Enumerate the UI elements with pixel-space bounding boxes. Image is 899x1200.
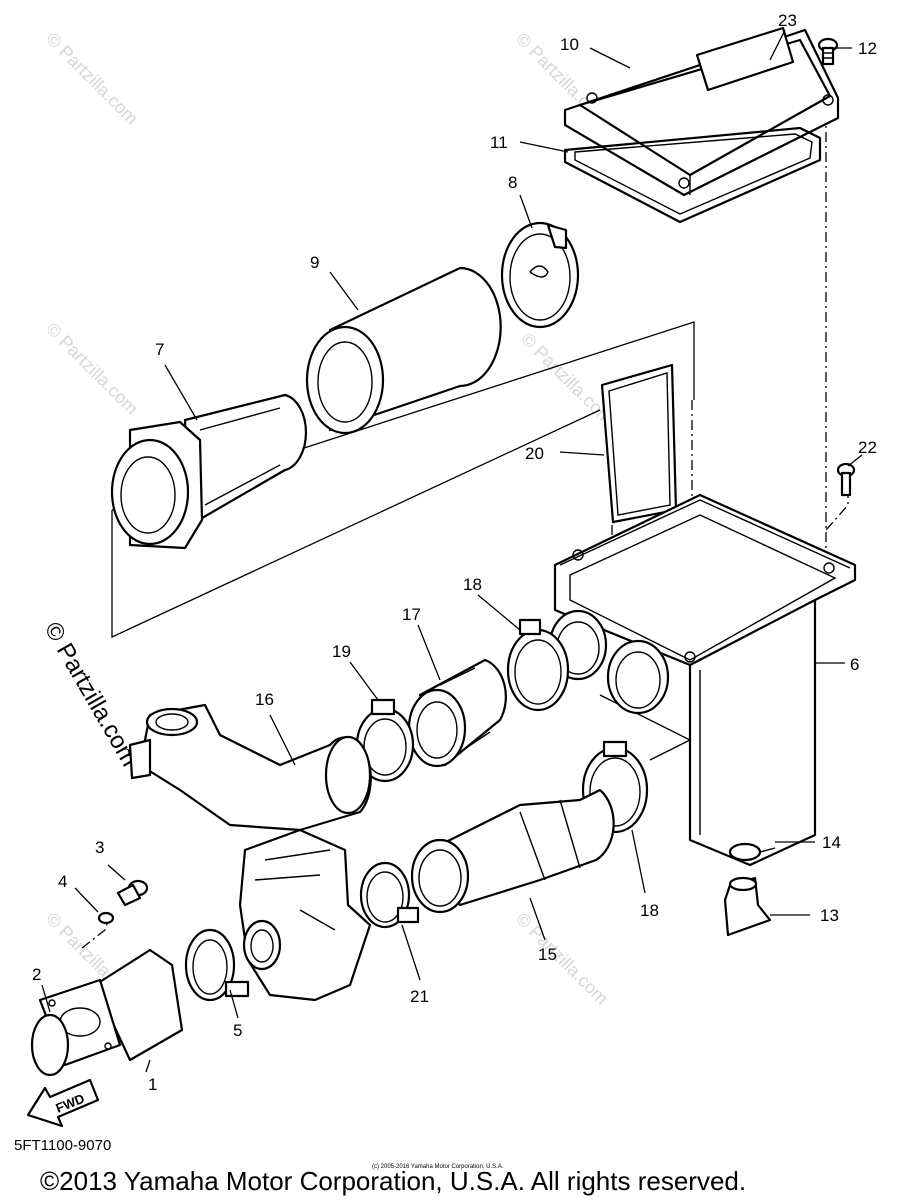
clamp-18-top [506, 618, 570, 712]
fwd-arrow-icon: FWD [26, 1078, 100, 1128]
callout-23: 23 [778, 11, 797, 30]
clip-14 [728, 842, 776, 862]
callout-9: 9 [310, 253, 319, 272]
callout-8: 8 [508, 173, 517, 192]
bolt-22 [836, 462, 856, 497]
callout-12: 12 [858, 39, 877, 58]
callout-19: 19 [332, 642, 351, 661]
intake-duct-16 [128, 703, 372, 832]
callout-14: 14 [822, 833, 841, 852]
callout-17: 17 [402, 605, 421, 624]
filter-case [110, 393, 308, 550]
watermark: © Partzilla.com [517, 329, 617, 429]
callout-4: 4 [58, 872, 67, 891]
callout-2: 2 [32, 965, 41, 984]
element-plate [600, 363, 678, 524]
clamp-19 [355, 698, 415, 783]
carburetor [238, 828, 372, 1002]
callout-11: 11 [490, 133, 508, 152]
washer-4 [97, 911, 115, 925]
filter-cap [500, 221, 580, 329]
joint-17 [407, 658, 507, 768]
callout-7: 7 [155, 340, 164, 359]
callout-20: 20 [525, 444, 544, 463]
airbox-cover [563, 26, 840, 197]
joint-15 [410, 788, 615, 914]
callout-18-top: 18 [463, 575, 482, 594]
callout-10: 10 [560, 35, 579, 54]
callout-1: 1 [148, 1075, 157, 1094]
watermark-large: © Partzilla.com [39, 618, 143, 772]
watermark: © Partzilla.com [42, 319, 142, 419]
filter-element [305, 266, 502, 435]
clamp-5 [184, 928, 250, 1002]
callout-16: 16 [255, 690, 274, 709]
callout-6: 6 [850, 655, 859, 674]
copyright-notice: ©2013 Yamaha Motor Corporation, U.S.A. A… [40, 1166, 746, 1196]
callout-15: 15 [538, 945, 557, 964]
callout-3: 3 [95, 838, 104, 857]
clamp-21 [359, 861, 420, 929]
o-ring-2 [30, 1013, 70, 1077]
drain-13 [723, 876, 772, 937]
callout-21: 21 [410, 987, 429, 1006]
small-copyright: (c) 2005-2016 Yamaha Motor Corporation, … [372, 1164, 504, 1170]
callout-5: 5 [233, 1021, 242, 1040]
screw-3 [116, 879, 149, 907]
watermark: © Partzilla.com [512, 909, 612, 1009]
callout-13: 13 [820, 906, 839, 925]
gasket [563, 126, 822, 224]
callout-18-bottom: 18 [640, 901, 659, 920]
screw-12 [817, 37, 839, 66]
reference-code: 5FT1100-9070 [14, 1137, 111, 1154]
leader-lines [41, 29, 863, 1073]
callout-22: 22 [858, 438, 877, 457]
watermark: © Partzilla.com [42, 29, 142, 129]
callouts: 1 2 3 4 5 6 7 8 9 10 11 12 13 14 15 16 1… [32, 11, 877, 1094]
